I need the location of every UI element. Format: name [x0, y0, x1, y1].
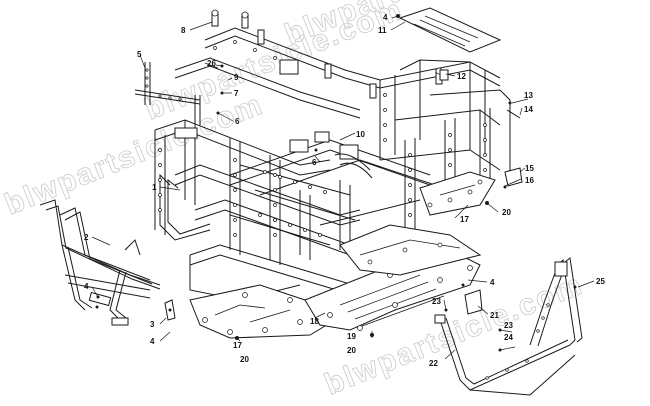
callout-11: 11 [378, 26, 387, 35]
callout-18: 18 [310, 317, 319, 326]
callout-9: 9 [234, 73, 239, 82]
part-2-front-bumper [39, 199, 161, 326]
callout-25: 25 [596, 277, 605, 286]
callout-2: 2 [84, 233, 89, 242]
mid-floor-pan [339, 224, 482, 276]
leader-lines [91, 15, 595, 360]
callout-4-bumper: 4 [84, 282, 89, 291]
callout-4-bracket: 4 [150, 337, 155, 346]
callout-23-lower: 23 [504, 321, 513, 330]
callout-22: 22 [429, 359, 438, 368]
callout-13: 13 [524, 91, 533, 100]
callout-1: 1 [152, 183, 157, 192]
callout-5: 5 [137, 50, 142, 59]
callout-21: 21 [490, 311, 499, 320]
callout-17-rear: 17 [460, 215, 469, 224]
main-frame [154, 9, 511, 301]
callout-24: 24 [504, 333, 513, 342]
part-21-bracket [464, 289, 483, 315]
part-5-bracket [134, 62, 201, 125]
part-17-front-floor-pan [189, 284, 336, 339]
part-22-rear-brace [434, 257, 583, 396]
callout-20-rear: 20 [502, 208, 511, 217]
callout-3: 3 [150, 320, 155, 329]
part-15-bracket [504, 167, 523, 187]
callout-16: 16 [525, 176, 534, 185]
callout-6-lower: 6 [312, 158, 317, 167]
callout-14: 14 [524, 105, 533, 114]
callout-20-front: 20 [240, 355, 249, 364]
callout-26: 26 [207, 59, 216, 68]
callout-17-front: 17 [233, 341, 242, 350]
part-12-bolt [439, 69, 449, 81]
callout-6-upper: 6 [235, 117, 240, 126]
callout-19: 19 [347, 332, 356, 341]
callout-labels: 1 2 3 4 4 4 4 5 6 6 7 8 9 10 11 12 13 14… [84, 13, 605, 368]
callout-4-rear: 4 [490, 278, 495, 287]
callout-8: 8 [181, 26, 186, 35]
callout-7: 7 [234, 89, 239, 98]
callout-20-center: 20 [347, 346, 356, 355]
callout-15: 15 [525, 164, 534, 173]
callout-10: 10 [356, 130, 365, 139]
part-11-plate [398, 7, 502, 53]
callout-12: 12 [457, 72, 466, 81]
callout-23-upper: 23 [432, 297, 441, 306]
part-18-center-floor-pan [304, 249, 481, 331]
callout-4-top: 4 [383, 13, 388, 22]
part-17-rear-floor-pan [419, 171, 496, 216]
